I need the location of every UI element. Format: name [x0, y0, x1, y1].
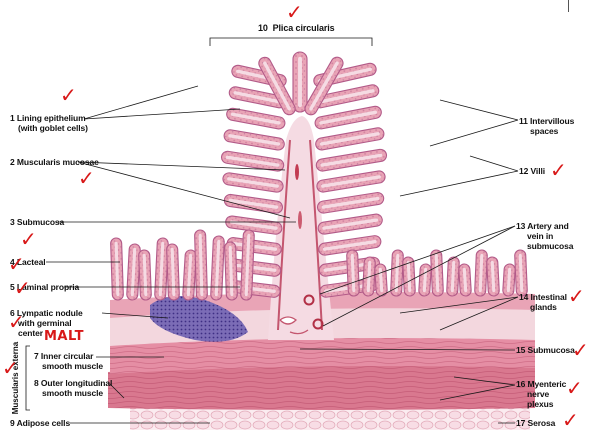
villus-mucosa-left: [195, 230, 208, 300]
villus-right: [316, 170, 386, 193]
label-text: smooth muscle: [34, 388, 112, 398]
check-mark-annotation: ✓: [550, 160, 567, 180]
check-mark-annotation: ✓: [286, 2, 303, 22]
villus-right: [314, 105, 382, 130]
label-outer-longitudinal: 8 Outer longitudinal smooth muscle: [34, 378, 112, 398]
check-mark-annotation: ✓: [78, 168, 95, 188]
label-myenteric-plexus: 16 Myenteric nerve plexus: [516, 379, 566, 409]
label-text: 14 Intestinal: [519, 292, 567, 302]
villus-right: [315, 148, 387, 171]
villus-mucosa-right: [419, 264, 432, 297]
villus-left: [223, 129, 285, 151]
villus-left: [222, 172, 284, 193]
label-text: 13 Artery and: [516, 221, 573, 231]
villus-mucosa-left: [155, 238, 169, 301]
label-text: glands: [519, 302, 567, 312]
label-text: 17 Serosa: [516, 418, 555, 428]
villus-top: [293, 52, 307, 112]
label-text: plexus: [516, 399, 566, 409]
villus-right: [317, 192, 385, 214]
check-mark-annotation: ✓: [562, 410, 579, 430]
check-mark-annotation: ✓: [60, 85, 77, 105]
check-mark-annotation: ✓: [8, 254, 25, 274]
villus-mucosa-right: [347, 250, 360, 296]
label-text: 12 Villi: [519, 166, 545, 176]
villus-mucosa-left: [127, 244, 141, 301]
label-text: 16 Myenteric: [516, 379, 566, 389]
label-submucosa-right: 15 Submucosa: [516, 345, 575, 355]
label-text: nerve: [516, 389, 566, 399]
villus-mucosa-right: [487, 257, 500, 297]
label-text: (with goblet cells): [10, 123, 88, 133]
check-mark-annotation: ✓: [2, 358, 19, 378]
villus-left: [226, 107, 286, 130]
villus-mucosa-left: [139, 250, 152, 300]
villus-mucosa-right: [459, 264, 472, 297]
check-mark-annotation: ✓: [568, 286, 585, 306]
villus-mucosa-left: [183, 250, 197, 301]
label-artery-vein: 13 Artery and vein in submucosa: [516, 221, 573, 251]
villus-left: [224, 194, 284, 214]
label-text: submucosa: [516, 241, 573, 251]
check-mark-annotation: ✓: [572, 340, 589, 360]
villus-right: [315, 127, 385, 151]
label-intestinal-glands: 14 Intestinal glands: [519, 292, 567, 312]
label-villi: 12 Villi: [519, 166, 545, 176]
villus-mucosa-left: [111, 238, 124, 300]
villus-mucosa-left: [211, 236, 225, 301]
check-mark-annotation: ✓: [566, 378, 583, 398]
villus-left: [225, 215, 283, 235]
label-text: vein in: [516, 231, 573, 241]
handwritten-malt-annotation: MALT: [44, 329, 84, 344]
label-lining-epithelium: 1 Lining epithelium (with goblet cells): [10, 113, 88, 133]
label-text: 3 Submucosa: [10, 217, 64, 227]
villus-mucosa-right: [447, 257, 460, 297]
title-text: Plica circularis: [273, 23, 335, 33]
label-text: 1 Lining epithelium: [10, 113, 88, 123]
villus-right: [317, 213, 383, 235]
label-text: 15 Submucosa: [516, 345, 575, 355]
villus-mucosa-right: [515, 250, 528, 296]
check-mark-annotation: ✓: [14, 278, 31, 298]
label-text: spaces: [519, 126, 574, 136]
label-inner-circular: 7 Inner circular smooth muscle: [34, 351, 103, 371]
check-mark-annotation: ✓: [8, 312, 25, 332]
title-plica-circularis: 10 Plica circularis: [258, 23, 335, 33]
label-submucosa-left: 3 Submucosa: [10, 217, 64, 227]
villus-mucosa-right: [431, 250, 444, 296]
label-text: smooth muscle: [34, 361, 103, 371]
label-text: 7 Inner circular: [34, 351, 103, 361]
villus-mucosa-left: [167, 244, 180, 300]
villus-mucosa-right: [503, 264, 516, 297]
top-edge-mark: [568, 0, 569, 12]
villus-mucosa-left: [241, 230, 255, 300]
title-number: 10: [258, 23, 268, 33]
label-text: 11 Intervillous: [519, 116, 574, 126]
villus-mucosa-left: [225, 242, 238, 300]
villus-mucosa-right: [391, 250, 404, 296]
label-serosa: 17 Serosa: [516, 418, 555, 428]
villus-mucosa-right: [375, 264, 388, 297]
label-text: 8 Outer longitudinal: [34, 378, 112, 388]
check-mark-annotation: ✓: [20, 229, 37, 249]
villus-mucosa-right: [475, 250, 488, 296]
label-intervillous-spaces: 11 Intervillous spaces: [519, 116, 574, 136]
